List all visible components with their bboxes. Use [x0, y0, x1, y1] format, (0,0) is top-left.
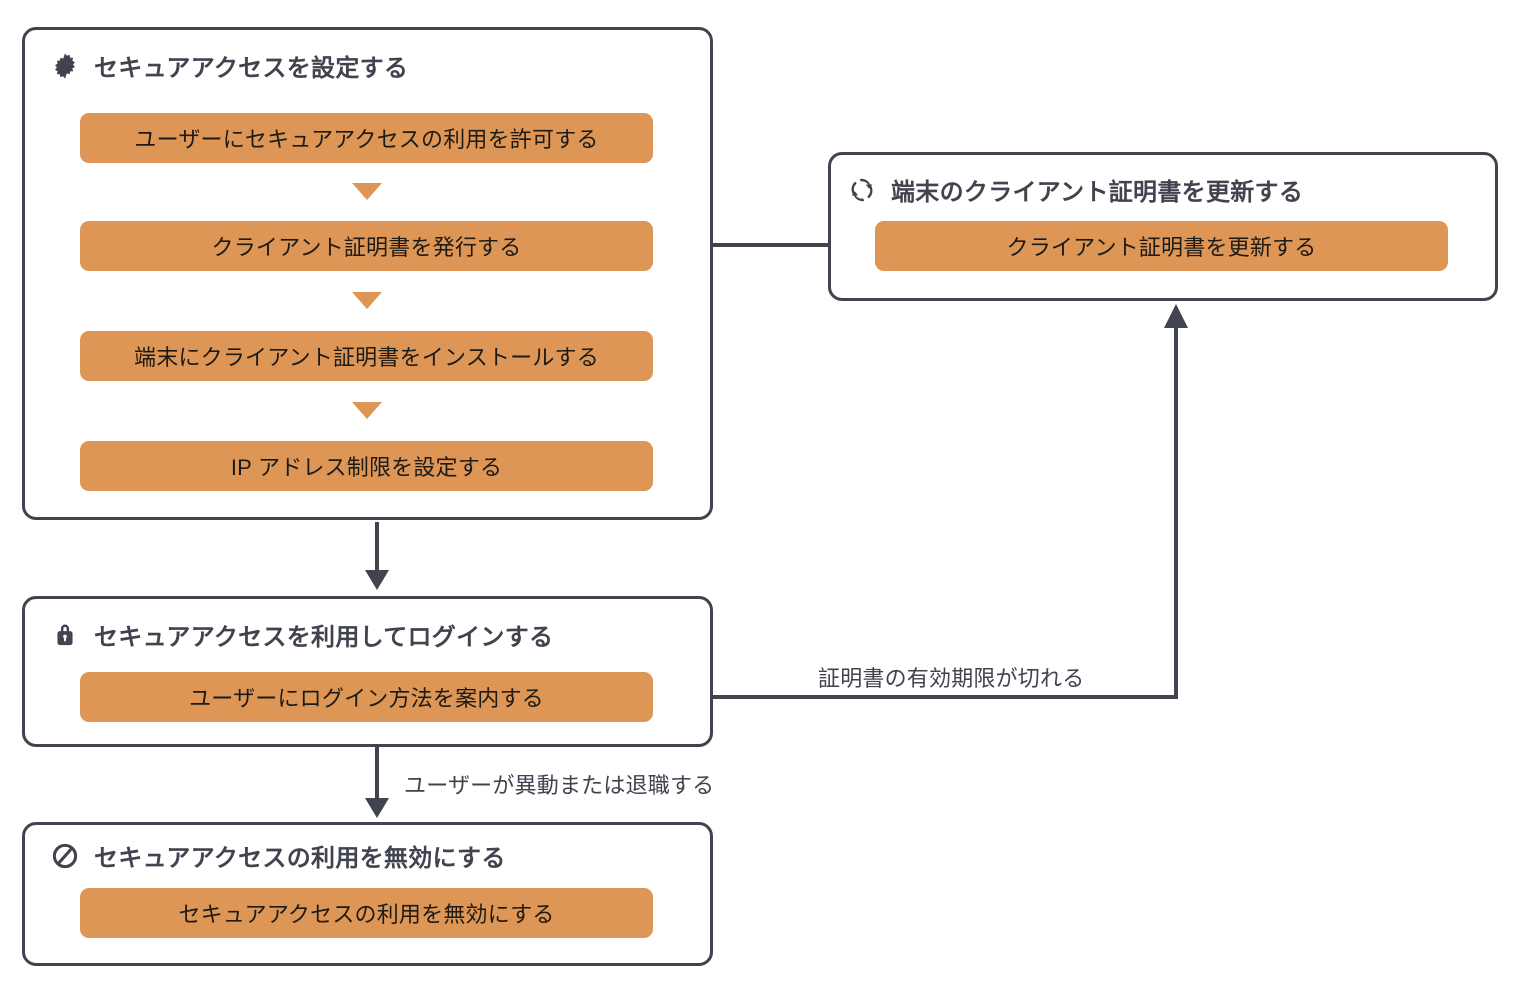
prohibited-icon: [50, 841, 80, 871]
group-renew-header: 端末のクライアント証明書を更新する: [847, 172, 1303, 207]
step-connector-triangle-3: [352, 402, 382, 419]
step-connector-triangle-1: [352, 183, 382, 200]
group-login-title: セキュアアクセスを利用してログインする: [94, 624, 554, 651]
refresh-icon: [847, 175, 877, 205]
lock-icon: [50, 620, 80, 650]
edge-login-to-disable: [365, 747, 389, 818]
group-disable-header: セキュアアクセスの利用を無効にする: [50, 838, 506, 873]
step-guide-login-method[interactable]: ユーザーにログイン方法を案内する: [80, 672, 653, 722]
step-renew-client-certificate[interactable]: クライアント証明書を更新する: [875, 221, 1448, 271]
group-setup-header: セキュアアクセスを設定する: [50, 48, 408, 83]
group-setup-title: セキュアアクセスを設定する: [94, 55, 409, 82]
edge-login-to-renew: [657, 304, 1188, 699]
step-disable-secure-access[interactable]: セキュアアクセスの利用を無効にする: [80, 888, 653, 938]
step-allow-secure-access[interactable]: ユーザーにセキュアアクセスの利用を許可する: [80, 113, 653, 163]
group-renew-title: 端末のクライアント証明書を更新する: [891, 179, 1304, 206]
step-install-client-certificate[interactable]: 端末にクライアント証明書をインストールする: [80, 331, 653, 381]
group-disable-title: セキュアアクセスの利用を無効にする: [94, 845, 506, 872]
step-connector-triangle-2: [352, 292, 382, 309]
edge-setup-to-login: [365, 522, 389, 590]
gear-icon: [50, 51, 80, 81]
edge-label-user-transfer: ユーザーが異動または退職する: [404, 773, 715, 798]
step-issue-client-certificate[interactable]: クライアント証明書を発行する: [80, 221, 653, 271]
group-login-header: セキュアアクセスを利用してログインする: [50, 617, 553, 652]
step-configure-ip-restriction[interactable]: IP アドレス制限を設定する: [80, 441, 653, 491]
group-setup: [22, 27, 713, 520]
edge-label-cert-expired: 証明書の有効期限が切れる: [818, 666, 1085, 691]
